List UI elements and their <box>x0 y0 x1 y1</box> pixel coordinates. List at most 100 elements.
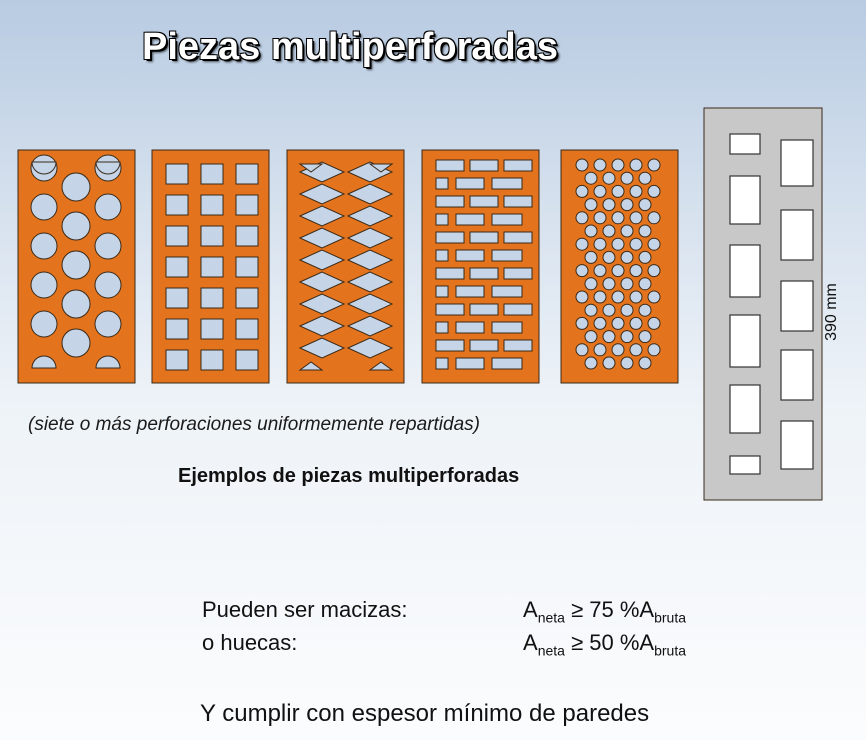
cell-hole <box>780 280 814 332</box>
perforation <box>31 161 57 175</box>
perforation <box>602 356 616 370</box>
perforation <box>491 357 523 370</box>
round-hole-brick <box>17 149 136 384</box>
perforation <box>491 285 523 298</box>
perforation <box>61 172 91 202</box>
perforation <box>629 158 643 172</box>
perforation <box>346 271 394 293</box>
perforation <box>298 205 346 227</box>
perforation <box>298 361 324 371</box>
perforation <box>647 158 661 172</box>
perforation <box>629 316 643 330</box>
perforation <box>503 195 533 208</box>
perforation <box>629 264 643 278</box>
perforation <box>647 316 661 330</box>
perforation <box>647 211 661 225</box>
perforation <box>629 184 643 198</box>
perforation <box>638 356 652 370</box>
perforation <box>584 356 598 370</box>
perforation <box>368 361 394 371</box>
perforation <box>611 316 625 330</box>
perforation <box>368 163 394 173</box>
perforation <box>491 213 523 226</box>
perforation <box>455 285 485 298</box>
perforation <box>647 290 661 304</box>
rectangular-hole-brick <box>421 149 540 384</box>
perforation <box>455 249 485 262</box>
perforation <box>200 287 224 309</box>
cell-hole <box>729 244 761 298</box>
perforation <box>435 321 449 334</box>
perforation <box>593 343 607 357</box>
perforation <box>235 349 259 371</box>
perforation <box>593 211 607 225</box>
perforation <box>602 303 616 317</box>
perforation <box>435 303 465 316</box>
perforation <box>611 237 625 251</box>
perforation <box>584 277 598 291</box>
perforation <box>620 250 634 264</box>
perforation-note: (siete o más perforaciones uniformemente… <box>28 414 480 435</box>
perforation <box>638 224 652 238</box>
perforation <box>620 356 634 370</box>
perforation <box>593 290 607 304</box>
diamond-hole-brick <box>286 149 405 384</box>
perforation <box>165 318 189 340</box>
perforation <box>611 290 625 304</box>
perforation <box>435 249 449 262</box>
perforation <box>593 158 607 172</box>
perforation <box>575 184 589 198</box>
perforation <box>435 285 449 298</box>
cell-hole <box>729 175 761 225</box>
perforation <box>629 211 643 225</box>
cell-hole <box>780 209 814 261</box>
perforation <box>575 316 589 330</box>
perforation <box>435 213 449 226</box>
perforation <box>620 303 634 317</box>
cell-hole <box>729 314 761 368</box>
perforation <box>95 355 121 369</box>
perforation <box>602 250 616 264</box>
large-cell-grey-block <box>703 107 823 501</box>
perforation <box>647 237 661 251</box>
perforation <box>647 343 661 357</box>
perforation <box>575 290 589 304</box>
perforation <box>575 343 589 357</box>
perforation <box>346 337 394 359</box>
perforation <box>593 237 607 251</box>
perforation <box>235 256 259 278</box>
perforation <box>165 194 189 216</box>
perforation <box>602 171 616 185</box>
perforation <box>575 158 589 172</box>
perforation <box>620 330 634 344</box>
perforation <box>611 184 625 198</box>
perforation <box>629 290 643 304</box>
perforation <box>298 293 346 315</box>
perforation <box>620 171 634 185</box>
perforation <box>31 355 57 369</box>
perforation <box>469 195 499 208</box>
perforation <box>638 198 652 212</box>
perforation <box>298 249 346 271</box>
perforation <box>298 163 324 173</box>
perforation <box>638 303 652 317</box>
perforation <box>647 264 661 278</box>
cell-hole <box>780 349 814 401</box>
perforation <box>503 159 533 172</box>
cell-hole <box>729 455 761 475</box>
perforation <box>575 264 589 278</box>
perforation <box>30 271 58 299</box>
perforation <box>638 250 652 264</box>
perforation <box>620 198 634 212</box>
perforation <box>298 337 346 359</box>
perforation <box>455 213 485 226</box>
perforation <box>95 161 121 175</box>
perforation <box>469 231 499 244</box>
perforation <box>469 303 499 316</box>
perforation <box>298 227 346 249</box>
perforation <box>602 224 616 238</box>
perforation <box>620 224 634 238</box>
perforation <box>620 277 634 291</box>
perforation <box>469 267 499 280</box>
